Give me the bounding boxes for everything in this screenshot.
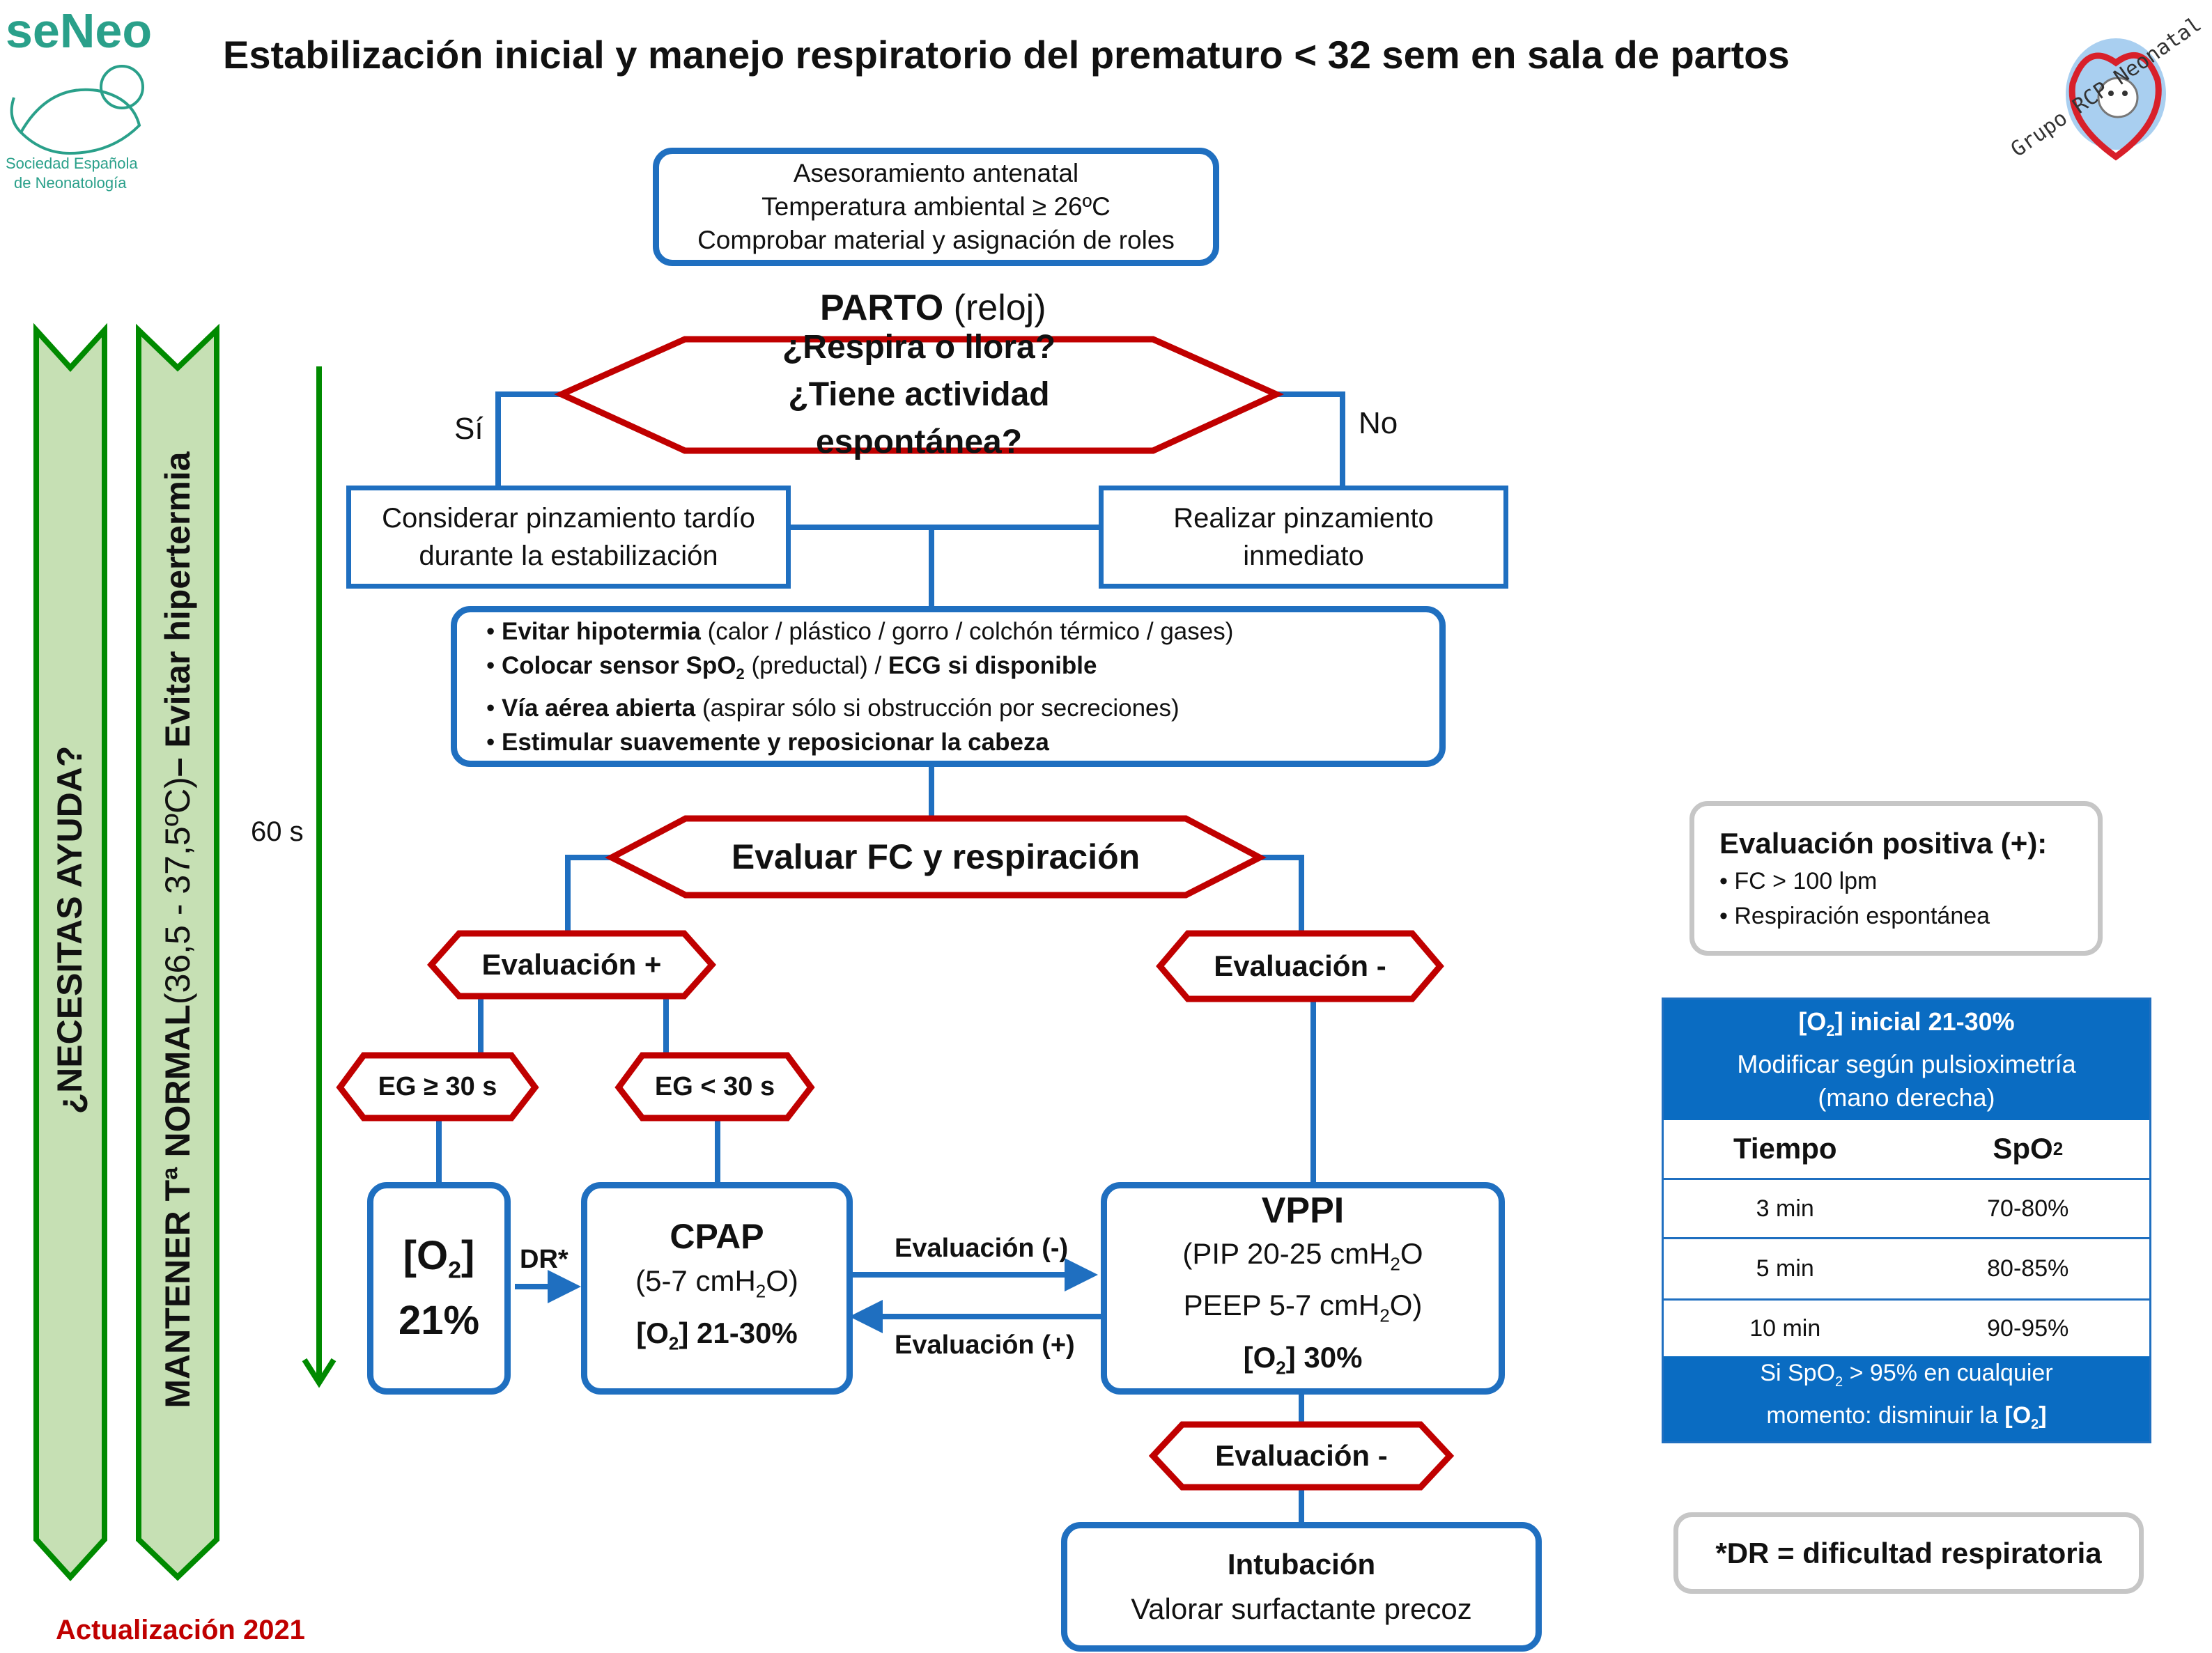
cpap-o2: [O2] 21-30% (636, 1316, 798, 1353)
dr-note-text: *DR = dificultad respiratoria (1715, 1536, 2102, 1569)
vppi-box: VPPI (PIP 20-25 cmH2O PEEP 5-7 cmH2O) [O… (1101, 1182, 1505, 1395)
timer-label: 60 s (251, 816, 304, 847)
arrow-neg-label: Evaluación (-) (895, 1234, 1069, 1263)
col-time: Tiempo (1733, 1132, 1837, 1165)
question-line-1: ¿Respira o llora? (782, 329, 1056, 366)
vppi-o2: [O2] 30% (1243, 1340, 1363, 1379)
positive-eval-box: Evaluación positiva (+): • FC > 100 lpm … (1689, 801, 2103, 956)
eval-neg-text: Evaluación - (1214, 949, 1386, 982)
spo2-head-2: Modificar según pulsioximetría (1737, 1049, 2076, 1078)
logo-wordmark: seNeo (6, 3, 153, 58)
page-title: Estabilización inicial y manejo respirat… (223, 33, 1790, 77)
parto-label: PARTO (reloj) (820, 287, 1046, 329)
vppi-peep: PEEP 5-7 cmH2O) (1183, 1289, 1423, 1326)
eg-ge-text: EG ≥ 30 s (378, 1071, 497, 1101)
spo2-table-footer: Si SpO2 > 95% en cualquier momento: dism… (1664, 1356, 2149, 1441)
positive-eval-item-2: • Respiración espontánea (1719, 903, 1990, 929)
banner-temp-label: MANTENER Tª NORMAL (36,5 - 37,5ºC) – Evi… (146, 442, 209, 1418)
arrow-pos-label: Evaluación (+) (895, 1330, 1075, 1360)
cpap-title: CPAP (670, 1217, 764, 1257)
badge-small-text: SENeo (2151, 137, 2187, 148)
banner-help-label: ¿NECESITAS AYUDA? (50, 745, 89, 1115)
o2-box: [O2] 21% (367, 1182, 511, 1395)
eval-neg2-hexagon (1148, 1421, 1455, 1491)
o2-value: 21% (398, 1297, 480, 1343)
vppi-pip: (PIP 20-25 cmH2O (1182, 1236, 1423, 1275)
spo2-table-header: [O2] inicial 21-30% Modificar según puls… (1664, 1000, 2149, 1120)
intubation-title: Intubación (1227, 1548, 1376, 1581)
parto-bold: PARTO (820, 288, 944, 328)
table-row: 3 min 70-80% (1664, 1177, 2149, 1237)
prebirth-box: Asesoramiento antenatal Temperatura ambi… (653, 148, 1219, 266)
table-row: 5 min 80-85% (1664, 1237, 2149, 1298)
eg-lt-text: EG < 30 s (654, 1071, 775, 1101)
prebirth-line-2: Temperatura ambiental ≥ 26ºC (761, 192, 1111, 221)
spo2-head-3: (mano derecha) (1818, 1082, 1995, 1112)
step-4: • Estimular suavemente y reposicionar la… (486, 728, 1049, 756)
banner-temp-c: – Evitar hipertermia (158, 451, 197, 777)
row-spo2: 70-80% (1987, 1195, 2069, 1222)
evaluate-hexagon (605, 815, 1267, 899)
eg-ge-hexagon (336, 1052, 539, 1122)
o2-label: [O2] (403, 1233, 475, 1284)
spo2-table: [O2] inicial 21-30% Modificar según puls… (1662, 998, 2151, 1443)
banner-temp-a: MANTENER Tª NORMAL (158, 1004, 197, 1408)
positive-eval-title: Evaluación positiva (+): (1719, 827, 2048, 860)
banner-help-shape (33, 323, 107, 1581)
row-time: 3 min (1756, 1195, 1814, 1222)
eval-pos-text: Evaluación + (481, 948, 662, 981)
question-line-2: ¿Tiene actividad espontánea? (788, 376, 1050, 460)
prebirth-line-3: Comprobar material y asignación de roles (697, 226, 1175, 254)
early-clamp-line-1: Realizar pinzamiento (1173, 503, 1434, 534)
question-text: ¿Respira o llora? ¿Tiene actividad espon… (685, 329, 1153, 460)
step-3: • Vía aérea abierta (aspirar sólo si obs… (486, 694, 1180, 722)
row-time: 10 min (1749, 1314, 1821, 1342)
intubation-box: Intubación Valorar surfactante precoz (1061, 1522, 1542, 1652)
steps-box: • Evitar hipotermia (calor / plástico / … (451, 606, 1446, 767)
eg-lt-hexagon (614, 1052, 815, 1122)
dr-arrow-label: DR* (520, 1245, 569, 1274)
late-clamp-line-1: Considerar pinzamiento tardío (382, 503, 755, 534)
cpap-pressure: (5-7 cmH2O) (635, 1264, 798, 1302)
logo-subtitle-1: Sociedad Española (6, 155, 138, 172)
row-spo2: 80-85% (1987, 1255, 2069, 1282)
eval-neg2-text: Evaluación - (1215, 1439, 1388, 1472)
banner-temp-shape (136, 323, 219, 1581)
table-row: 10 min 90-95% (1664, 1298, 2149, 1357)
logo-subtitle-2: de Neonatología (14, 174, 127, 192)
cpap-box: CPAP (5-7 cmH2O) [O2] 21-30% (581, 1182, 853, 1395)
dr-note-box: *DR = dificultad respiratoria (1673, 1512, 2144, 1594)
spo2-foot-2: momento: disminuir la [O2] (1766, 1402, 2047, 1432)
question-hexagon (554, 336, 1284, 454)
intubation-text: Valorar surfactante precoz (1131, 1592, 1472, 1625)
eval-neg-hexagon (1156, 930, 1444, 1002)
parto-rest: (reloj) (943, 288, 1046, 328)
spo2-foot-1: Si SpO2 > 95% en cualquier (1760, 1360, 2053, 1390)
evaluate-text: Evaluar FC y respiración (731, 837, 1140, 876)
early-clamp-box: Realizar pinzamiento inmediato (1099, 486, 1508, 589)
step-2: • Colocar sensor SpO2 (preductal) / ECG … (486, 651, 1097, 683)
yes-label: Sí (454, 412, 484, 446)
row-time: 5 min (1756, 1255, 1814, 1282)
row-spo2: 90-95% (1987, 1314, 2069, 1342)
eval-pos-hexagon (426, 930, 717, 1000)
vppi-title: VPPI (1261, 1190, 1345, 1231)
no-label: No (1359, 406, 1398, 440)
late-clamp-line-2: durante la estabilización (419, 541, 718, 571)
positive-eval-item-1: • FC > 100 lpm (1719, 868, 1878, 894)
spo2-head-1: [O2] inicial 21-30% (1798, 1007, 2015, 1039)
banner-temp-b: (36,5 - 37,5ºC) (158, 777, 197, 1005)
step-1: • Evitar hipotermia (calor / plástico / … (486, 617, 1234, 645)
late-clamp-box: Considerar pinzamiento tardío durante la… (346, 486, 791, 589)
prebirth-line-1: Asesoramiento antenatal (793, 159, 1079, 187)
early-clamp-line-2: inmediato (1243, 541, 1364, 571)
update-label: Actualización 2021 (56, 1615, 305, 1645)
